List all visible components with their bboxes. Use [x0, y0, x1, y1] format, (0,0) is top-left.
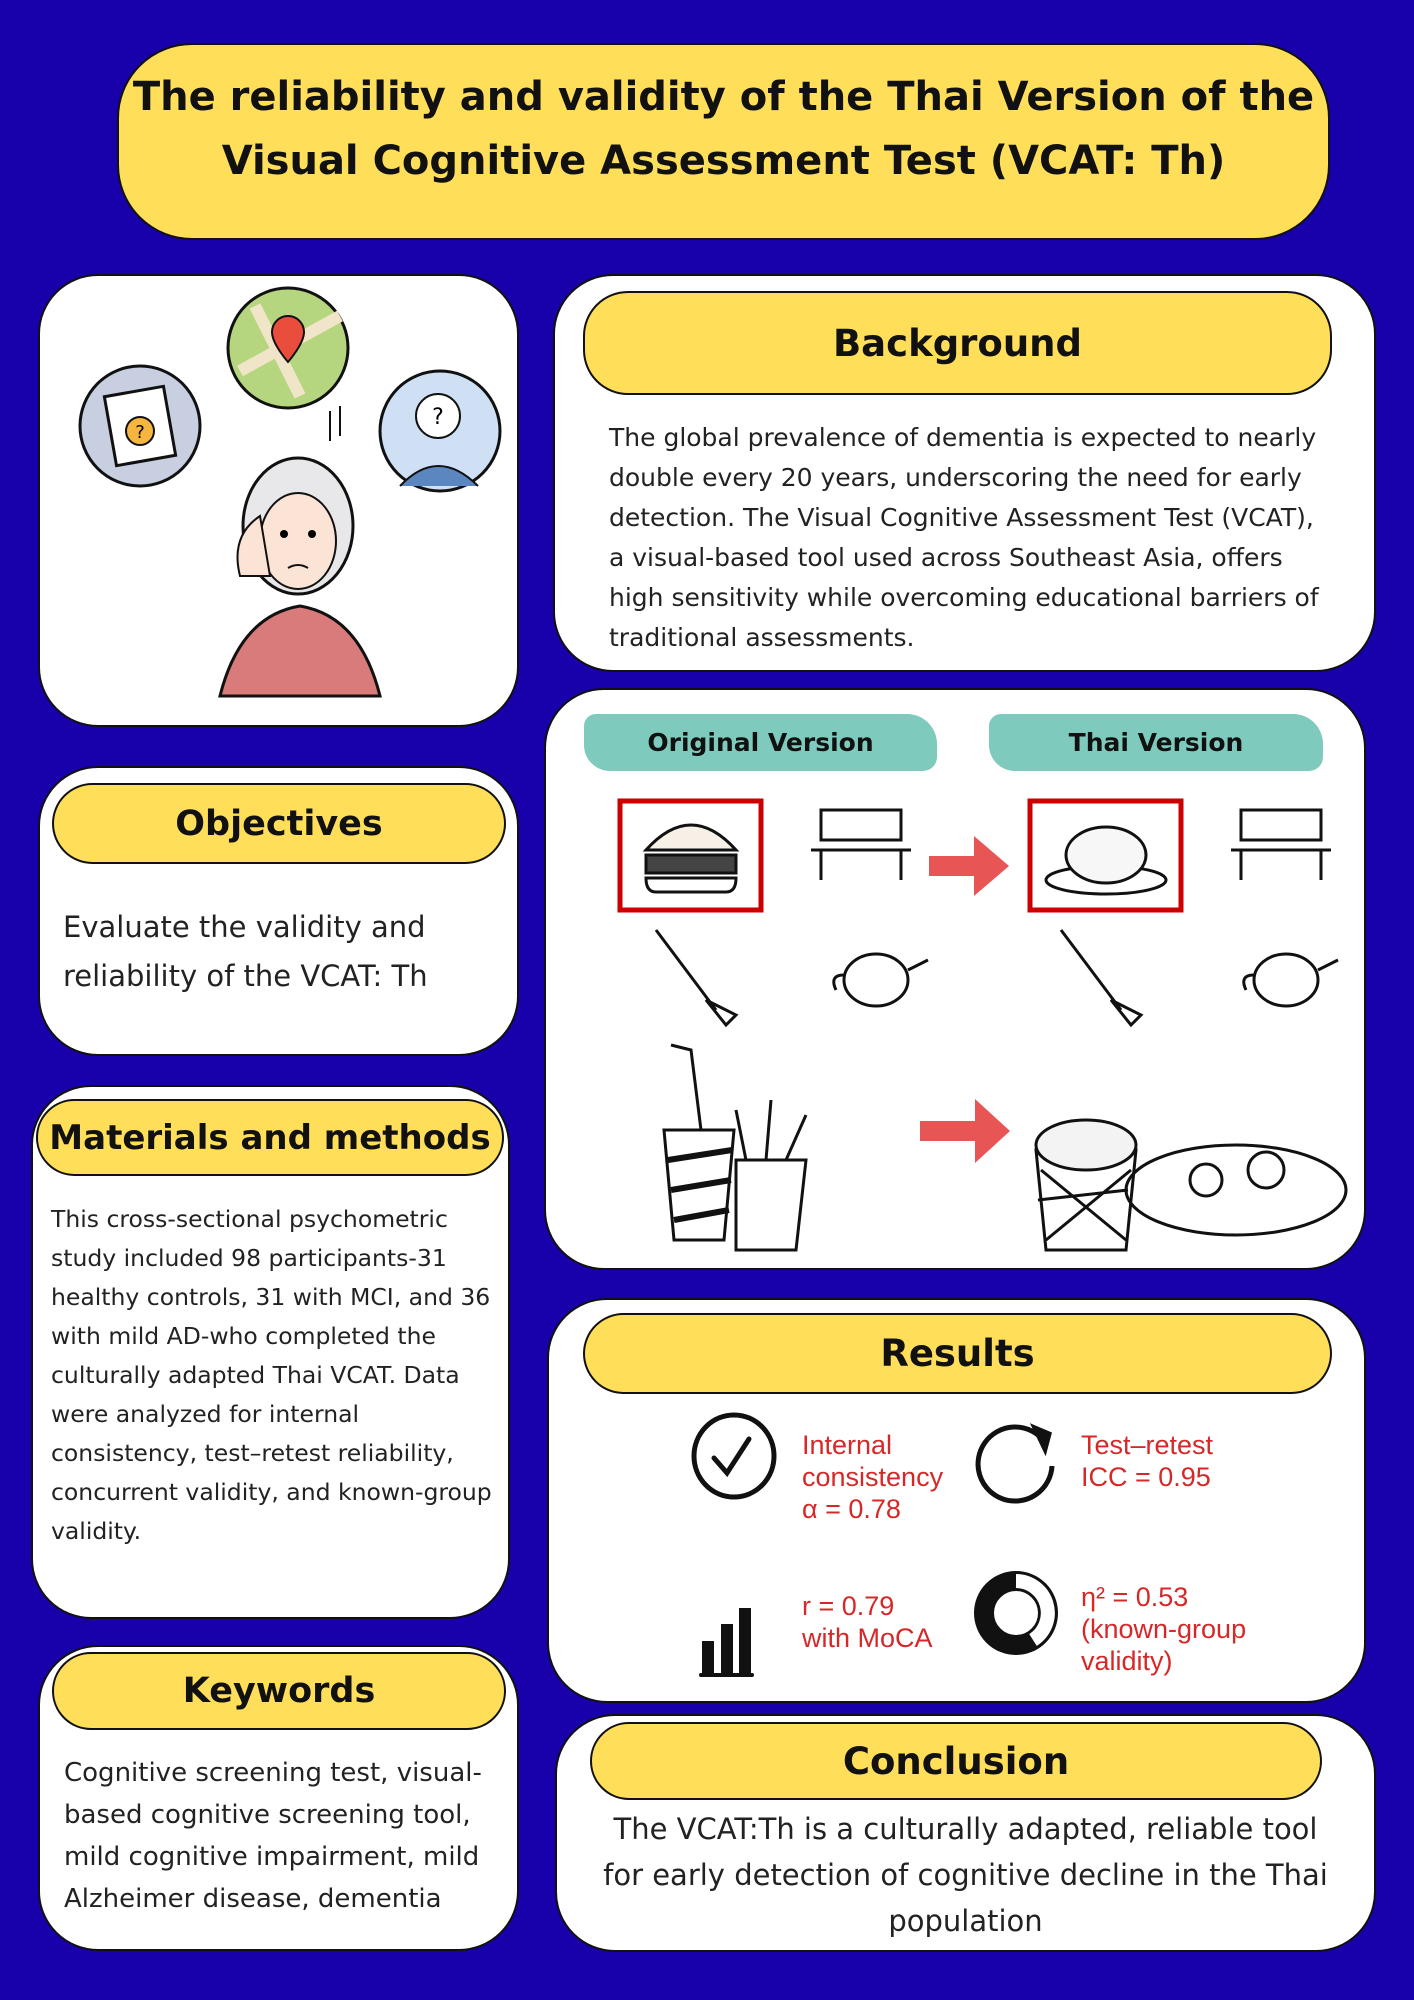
- title-line-1: The reliability and validity of the Thai…: [132, 74, 1315, 120]
- text-line: (known-group: [1081, 1614, 1247, 1644]
- text-line: consistency, test–retest reliability,: [51, 1439, 454, 1467]
- text-line: with mild AD-who completed the: [51, 1322, 436, 1350]
- text-line: with MoCA: [802, 1623, 933, 1653]
- text-line: Evaluate the validity and: [63, 910, 426, 944]
- illustration-card: ? ?: [38, 274, 519, 727]
- result-known-group-validity: η² = 0.53 (known-group validity): [1081, 1581, 1246, 1677]
- highlight-box-thai: [1027, 798, 1184, 913]
- keywords-text: Cognitive screening test, visual- based …: [64, 1752, 482, 1920]
- text-line: a visual-based tool used across Southeas…: [609, 543, 1283, 572]
- map-pin-icon: [226, 286, 350, 410]
- text-line: The global prevalence of dementia is exp…: [609, 423, 1317, 452]
- text-line: traditional assessments.: [609, 623, 915, 652]
- text-line: consistency: [802, 1462, 944, 1492]
- conclusion-heading: Conclusion: [590, 1722, 1322, 1800]
- refresh-icon: [975, 1423, 1055, 1504]
- text-line: α = 0.78: [802, 1494, 901, 1524]
- text-line: healthy controls, 31 with MCI, and 36: [51, 1283, 491, 1311]
- text-line: double every 20 years, underscoring the …: [609, 463, 1302, 492]
- materials-heading: Materials and methods: [36, 1099, 504, 1176]
- text-line: This cross-sectional psychometric: [51, 1205, 448, 1233]
- person-question-icon: ?: [378, 369, 502, 493]
- text-line: Cognitive screening test, visual-: [64, 1758, 482, 1788]
- donut-chart-icon: [974, 1571, 1058, 1655]
- roast-chicken-icon: [1044, 825, 1168, 896]
- text-line: r = 0.79: [802, 1591, 895, 1621]
- text-line: validity): [1081, 1646, 1173, 1676]
- svg-text:?: ?: [432, 405, 444, 430]
- text-line: Internal: [802, 1430, 893, 1460]
- background-heading: Background: [583, 291, 1332, 395]
- text-line: validity.: [51, 1517, 142, 1545]
- burger-icon: [642, 823, 740, 894]
- text-line: reliability of the VCAT: Th: [63, 959, 428, 993]
- text-line: for early detection of cognitive decline…: [603, 1858, 1328, 1892]
- text-line: ICC = 0.95: [1081, 1462, 1211, 1492]
- text-line: detection. The Visual Cognitive Assessme…: [609, 503, 1314, 532]
- text-line: Alzheimer disease, dementia: [64, 1884, 442, 1914]
- original-version-label: Original Version: [584, 714, 937, 771]
- comparison-illustrations: [617, 798, 1348, 1252]
- svg-text:?: ?: [135, 422, 145, 443]
- teapot-icon: [832, 952, 1339, 1008]
- text-line: Test–retest: [1081, 1430, 1214, 1460]
- text-line: based cognitive screening tool,: [64, 1800, 471, 1830]
- result-internal-consistency: Internal consistency α = 0.78: [802, 1429, 943, 1525]
- calendar-question-icon: ?: [78, 364, 202, 488]
- thai-version-label: Thai Version: [989, 714, 1323, 771]
- highlight-box-original: [617, 798, 764, 913]
- text-line: population: [888, 1904, 1043, 1938]
- objectives-heading: Objectives: [52, 783, 506, 864]
- title-line-2: Visual Cognitive Assessment Test (VCAT: …: [221, 138, 1226, 184]
- result-test-retest: Test–retest ICC = 0.95: [1081, 1429, 1213, 1493]
- objectives-text: Evaluate the validity and reliability of…: [63, 903, 428, 1001]
- text-line: were analyzed for internal: [51, 1400, 360, 1428]
- text-line: study included 98 participants-31: [51, 1244, 447, 1272]
- text-line: The VCAT:Th is a culturally adapted, rel…: [613, 1812, 1318, 1846]
- bar-chart-icon: [699, 1608, 754, 1677]
- text-line: concurrent validity, and known-group: [51, 1478, 492, 1506]
- broom-icon: [654, 929, 1144, 1028]
- version-comparison-card: [544, 688, 1366, 1270]
- materials-text: This cross-sectional psychometric study …: [51, 1200, 492, 1551]
- confused-woman-illustration: ? ?: [78, 286, 502, 698]
- conclusion-text: The VCAT:Th is a culturally adapted, rel…: [555, 1806, 1376, 1944]
- results-icons: [691, 1412, 1058, 1677]
- soda-fries-icon: [662, 1043, 808, 1252]
- text-line: η² = 0.53: [1081, 1582, 1189, 1612]
- background-text: The global prevalence of dementia is exp…: [609, 418, 1319, 658]
- sticky-rice-somtam-icon: [1034, 1118, 1348, 1252]
- poster-title: The reliability and validity of the Thai…: [117, 43, 1330, 240]
- bench-icon: [811, 808, 1331, 880]
- check-circle-icon: [691, 1412, 777, 1500]
- results-heading: Results: [583, 1313, 1332, 1394]
- right-arrow-icon: [920, 836, 1010, 1163]
- text-line: culturally adapted Thai VCAT. Data: [51, 1361, 460, 1389]
- result-concurrent-validity: r = 0.79 with MoCA: [802, 1590, 933, 1654]
- text-line: mild cognitive impairment, mild: [64, 1842, 480, 1872]
- keywords-heading: Keywords: [52, 1652, 506, 1730]
- text-line: high sensitivity while overcoming educat…: [609, 583, 1319, 612]
